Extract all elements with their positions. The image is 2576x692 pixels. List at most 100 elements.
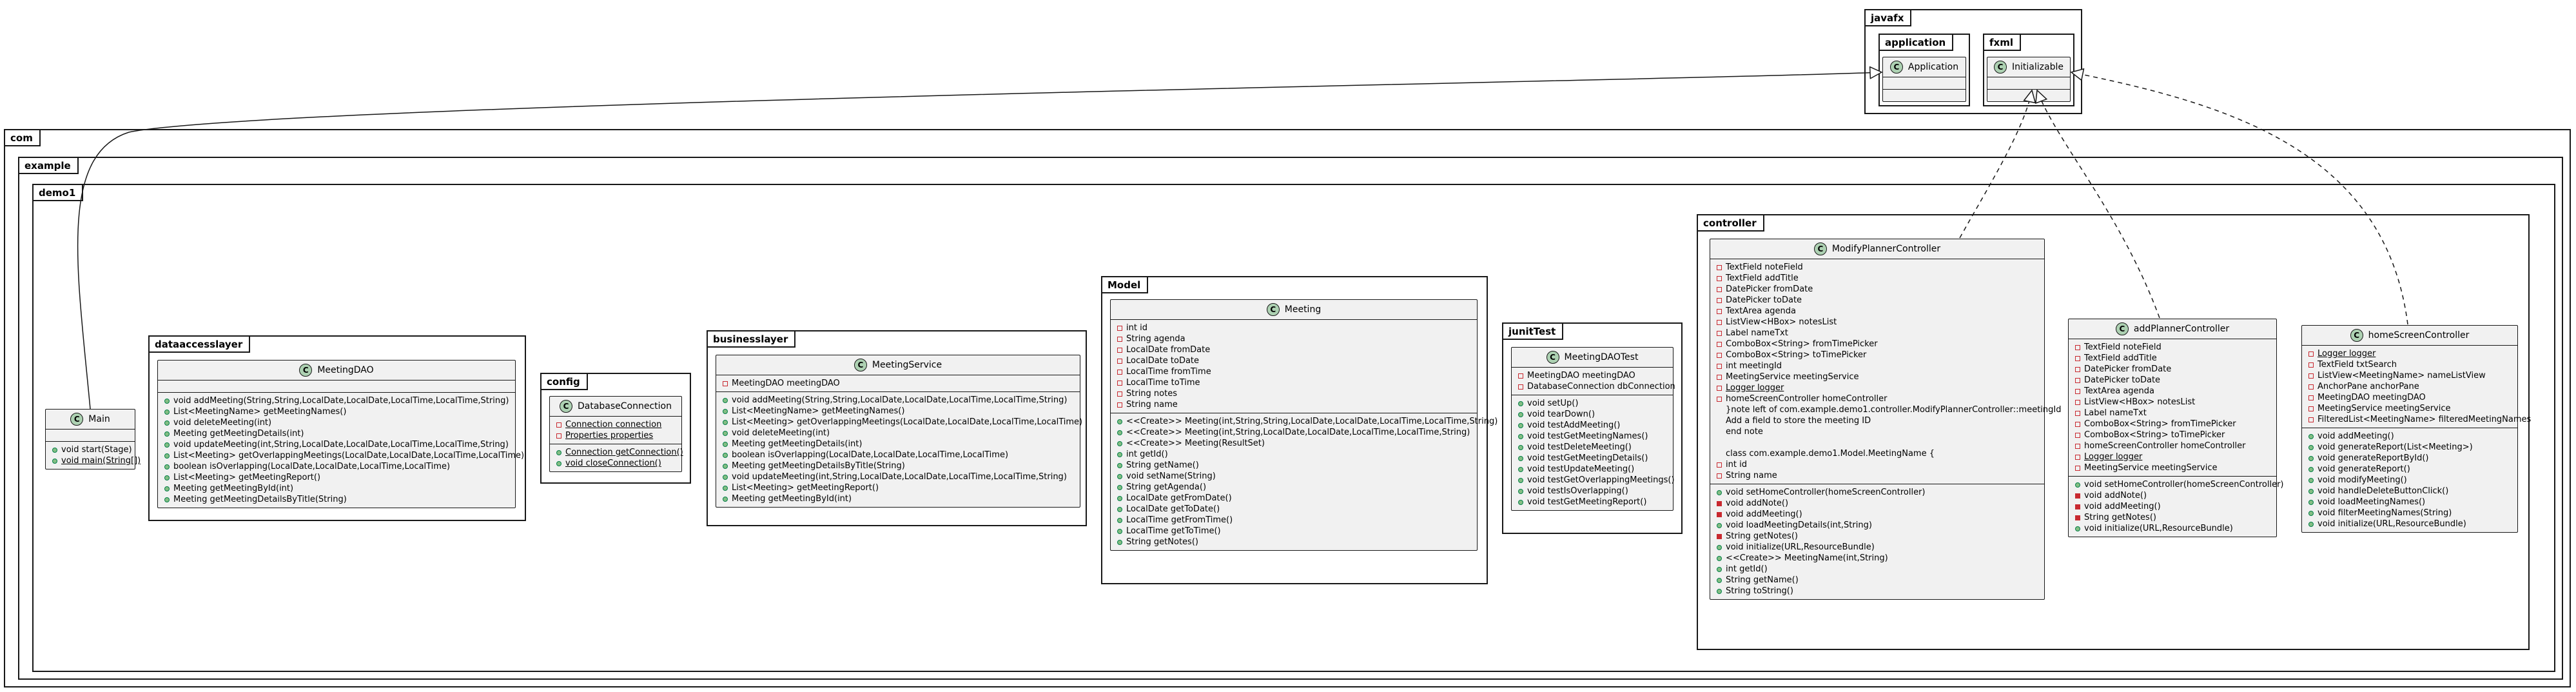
method-row: void testGetMeetingDetails(): [1512, 453, 1673, 464]
visibility-pub-icon: [1518, 499, 1523, 505]
visibility-privm-icon: [2075, 515, 2080, 520]
field-row: DatePicker toDate: [1710, 295, 2044, 306]
method-text: void testIsOverlapping(): [1527, 486, 1628, 496]
visibility-priv-icon: [1117, 347, 1122, 353]
method-text: LocalTime getFromTime(): [1126, 515, 1233, 525]
visibility-pub-icon: [723, 496, 728, 502]
method-text: String getNotes(): [1126, 537, 1198, 547]
visibility-pub-icon: [1717, 566, 1722, 572]
method-row: void testGetOverlappingMeetings(): [1512, 475, 1675, 486]
field-text: Logger logger: [1726, 383, 1784, 393]
method-text: void generateReport(): [2317, 464, 2410, 474]
visibility-priv-icon: [1117, 369, 1122, 375]
field-row: MeetingService meetingService: [2302, 403, 2517, 414]
method-text: List<Meeting> getMeetingReport(): [173, 473, 321, 482]
field-text: Add a field to store the meeting ID: [1726, 416, 1871, 426]
method-text: void addMeeting(): [2317, 431, 2394, 441]
visibility-pub-icon: [1117, 495, 1122, 501]
visibility-pub-icon: [1117, 419, 1122, 424]
method-row: void filterMeetingNames(String): [2302, 508, 2517, 519]
field-text: end note: [1726, 427, 1763, 437]
field-text: TextArea agenda: [1726, 306, 1797, 316]
method-text: String getName(): [1126, 460, 1199, 470]
method-row: LocalTime getToTime(): [1111, 526, 1477, 537]
method-text: LocalTime getToTime(): [1126, 526, 1221, 536]
field-text: LocalTime toTime: [1126, 378, 1200, 388]
class-icon: C: [2350, 329, 2363, 342]
method-text: void initialize(URL,ResourceBundle): [2317, 519, 2466, 529]
visibility-priv-icon: [1717, 319, 1722, 325]
method-row: Connection getConnection(): [550, 447, 683, 458]
fields-section: [1883, 77, 1966, 90]
method-row: void addNote(): [1710, 498, 2044, 509]
visibility-pub-icon: [556, 450, 561, 455]
field-row: ComboBox<String> toTimePicker: [2069, 430, 2276, 440]
visibility-pub-icon: [52, 447, 57, 453]
visibility-priv-icon: [1717, 264, 1722, 270]
field-row: Logger logger: [2302, 348, 2517, 359]
visibility-pub-icon: [2308, 488, 2314, 494]
visibility-pub-icon: [1717, 544, 1722, 550]
method-row: void testGetMeetingNames(): [1512, 431, 1673, 442]
method-row: void testAddMeeting(): [1512, 420, 1673, 431]
field-row: String name: [1710, 470, 2044, 481]
field-text: String name: [1126, 400, 1178, 410]
visibility-priv-icon: [2075, 355, 2080, 361]
package-label: demo1: [32, 184, 84, 201]
visibility-pub-icon: [164, 464, 170, 470]
field-row: MeetingDAO meetingDAO: [1512, 370, 1673, 381]
field-text: int id: [1726, 460, 1747, 470]
method-row: void testUpdateMeeting(): [1512, 464, 1673, 475]
visibility-pub-icon: [1717, 489, 1722, 495]
class-name: Main: [88, 413, 110, 424]
class-icon: C: [299, 364, 313, 377]
method-row: void addMeeting(): [1710, 509, 2044, 520]
method-row: Meeting getMeetingDetails(int): [716, 439, 1080, 450]
method-text: <<Create>> MeetingName(int,String): [1726, 553, 1888, 563]
visibility-pub-icon: [2308, 466, 2314, 472]
field-text: String notes: [1126, 389, 1177, 399]
field-row: LocalDate toDate: [1111, 355, 1477, 366]
fields-section: MeetingDAO meetingDAO: [716, 375, 1080, 392]
methods-section: void addMeeting(String,String,LocalDate,…: [716, 392, 1082, 507]
class-name: Application: [1908, 61, 1959, 72]
method-row: void addMeeting(String,String,LocalDate,…: [716, 395, 1080, 406]
method-text: void testUpdateMeeting(): [1527, 464, 1635, 474]
method-row: void loadMeetingDetails(int,String): [1710, 520, 2044, 531]
method-text: List<MeetingName> getMeetingNames(): [173, 407, 347, 417]
visibility-priv-icon: [2075, 388, 2080, 394]
field-row: DatePicker fromDate: [2069, 364, 2276, 375]
field-row: MeetingDAO meetingDAO: [716, 378, 1080, 389]
visibility-pub-icon: [164, 431, 170, 437]
visibility-pub-icon: [1117, 528, 1122, 534]
fields-section: [158, 381, 515, 393]
method-text: void generateReportById(): [2317, 453, 2429, 463]
method-row: void start(Stage): [46, 444, 135, 455]
method-row: void deleteMeeting(int): [716, 428, 1080, 439]
method-text: LocalDate getToDate(): [1126, 504, 1220, 514]
visibility-pub-icon: [52, 458, 57, 464]
field-row: TextField addTitle: [1710, 273, 2044, 284]
field-text: int id: [1126, 323, 1147, 333]
visibility-priv-icon: [2075, 465, 2080, 471]
method-row: void addMeeting(): [2302, 431, 2517, 442]
field-text: MeetingService meetingService: [2084, 463, 2218, 473]
field-text: DatabaseConnection dbConnection: [1527, 382, 1675, 391]
class-name: Initializable: [2012, 61, 2064, 72]
method-row: Meeting getMeetingById(int): [716, 493, 1080, 504]
visibility-pub-icon: [164, 398, 170, 404]
